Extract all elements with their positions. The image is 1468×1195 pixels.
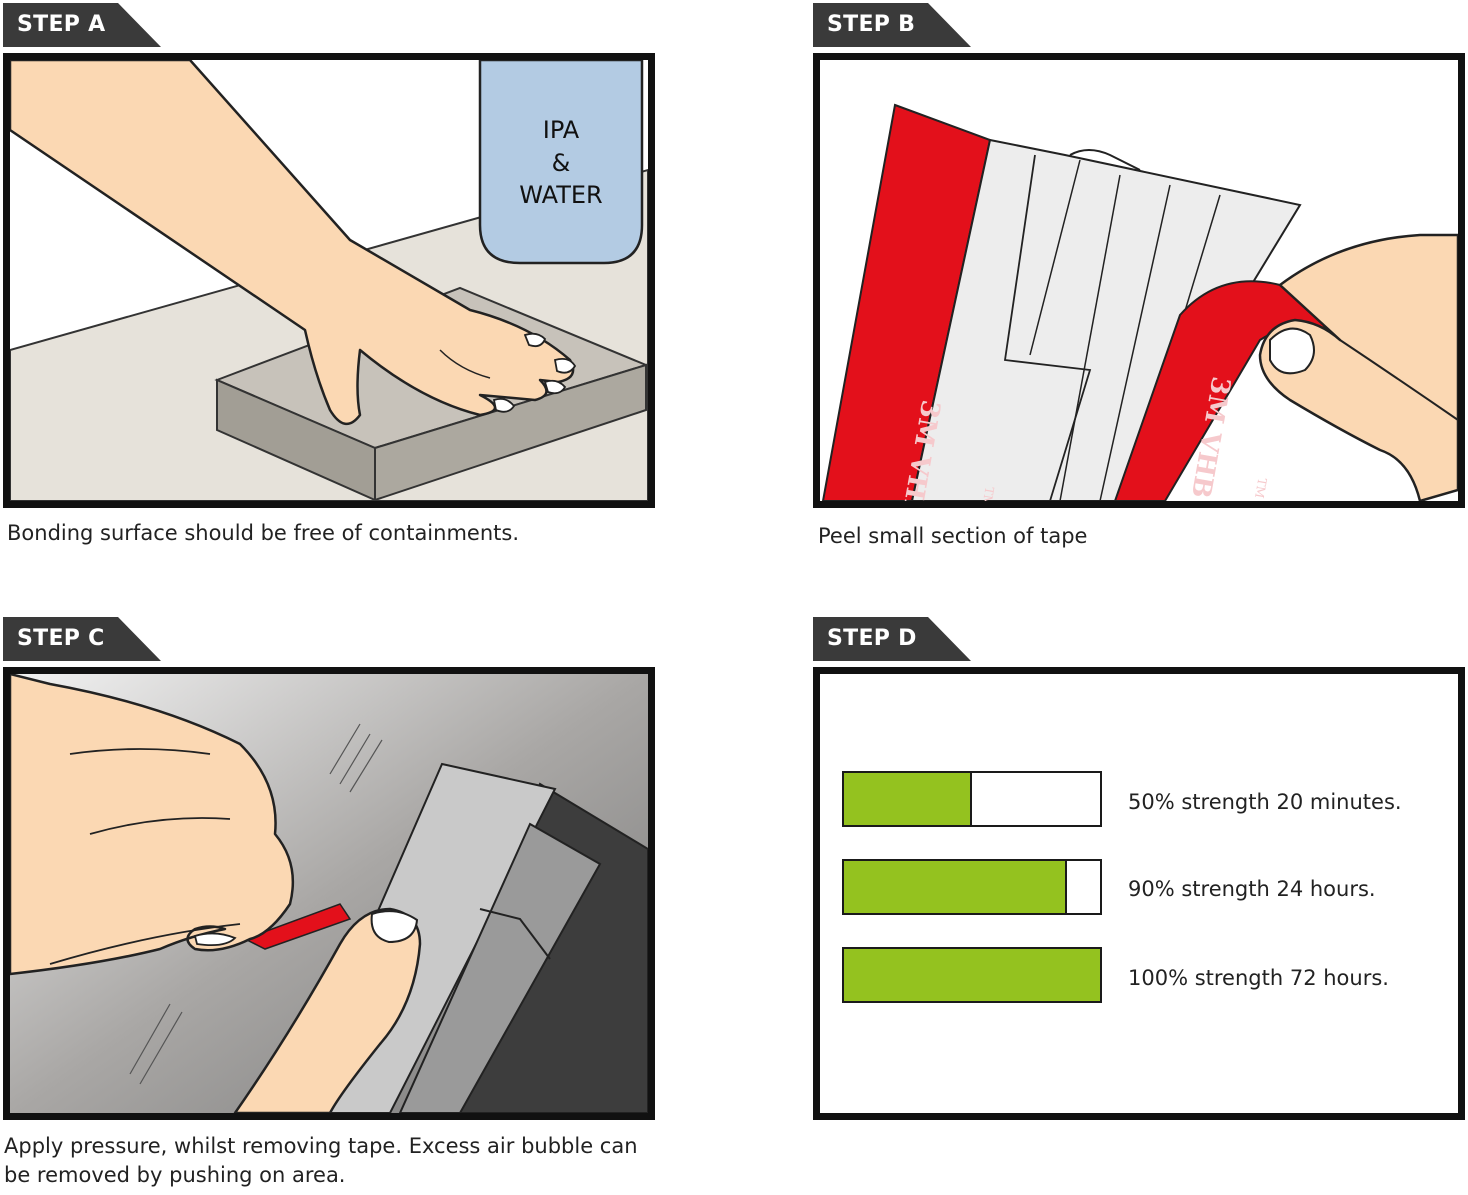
strength-bar-50 bbox=[842, 771, 1102, 827]
step-c-label: STEP C bbox=[17, 626, 105, 651]
hand bbox=[10, 60, 577, 425]
surface-cleaning-illustration: IPA & WATER bbox=[10, 60, 648, 501]
ipa-water-bottle: IPA & WATER bbox=[478, 60, 644, 265]
bottle-text-amp: & bbox=[552, 149, 571, 177]
tape-roll: 3M VHB TM bbox=[821, 103, 1302, 501]
tape-tm-text-right: TM bbox=[1252, 477, 1269, 499]
step-a-illustration: IPA & WATER bbox=[3, 53, 655, 508]
step-c-caption-line1: Apply pressure, whilst removing tape. Ex… bbox=[4, 1134, 638, 1158]
strength-bar-90 bbox=[842, 859, 1102, 915]
step-d-tab: STEP D bbox=[813, 617, 971, 661]
strength-label-90: 90% strength 24 hours. bbox=[1128, 877, 1376, 901]
step-a-tab: STEP A bbox=[3, 3, 161, 47]
strength-label-100: 100% strength 72 hours. bbox=[1128, 966, 1389, 990]
step-b-tab: STEP B bbox=[813, 3, 971, 47]
step-c-tab: STEP C bbox=[3, 617, 161, 661]
peeling-hand bbox=[1258, 233, 1458, 501]
tape-tm-text-left: TM bbox=[979, 486, 996, 501]
strength-bar-fill bbox=[844, 773, 972, 825]
step-c-caption-line2: be removed by pushing on area. bbox=[4, 1163, 346, 1187]
pressing-hands bbox=[10, 674, 422, 1113]
step-a-label: STEP A bbox=[17, 12, 106, 37]
bottle-text-ipa: IPA bbox=[543, 116, 580, 144]
strength-bar-fill bbox=[844, 949, 1100, 1001]
step-c-illustration bbox=[3, 667, 655, 1120]
bottle-text-water: WATER bbox=[519, 181, 602, 209]
step-b-caption: Peel small section of tape bbox=[818, 524, 1088, 548]
step-a-caption: Bonding surface should be free of contai… bbox=[7, 521, 519, 545]
step-b-label: STEP B bbox=[827, 12, 916, 37]
step-b-illustration: 3M VHB TM 3M VHB TM bbox=[813, 53, 1465, 508]
strength-bar-100 bbox=[842, 947, 1102, 1003]
step-d-label: STEP D bbox=[827, 626, 917, 651]
tape-peel-illustration: 3M VHB TM 3M VHB TM bbox=[821, 103, 1458, 501]
strength-bar-fill bbox=[844, 861, 1067, 913]
apply-pressure-illustration bbox=[10, 674, 648, 1113]
strength-label-50: 50% strength 20 minutes. bbox=[1128, 790, 1402, 814]
